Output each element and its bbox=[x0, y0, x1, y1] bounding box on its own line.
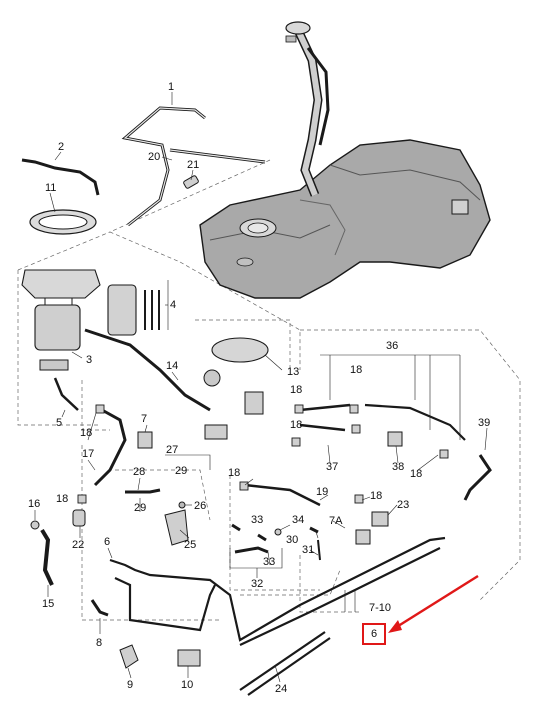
part-label-29: 29 bbox=[134, 502, 147, 514]
fuel-filter-part-4 bbox=[107, 284, 160, 336]
part-label-18: 18 bbox=[290, 384, 303, 396]
bolt-part-26 bbox=[178, 501, 186, 509]
part-label-13: 13 bbox=[287, 366, 300, 378]
part-label-18: 18 bbox=[370, 490, 383, 502]
connector-part-7 bbox=[137, 431, 153, 449]
bracket-part-25 bbox=[164, 509, 189, 546]
lines-part-37 bbox=[299, 403, 351, 432]
part-label-28: 28 bbox=[133, 466, 146, 478]
connector-part-7A bbox=[355, 529, 371, 545]
brake-lines-part-6 bbox=[109, 536, 446, 642]
wire-part-5 bbox=[53, 377, 79, 411]
part-label-37: 37 bbox=[326, 461, 339, 473]
hose-part-39 bbox=[463, 454, 492, 501]
fuel-tank bbox=[199, 21, 491, 299]
hose-part-14 bbox=[84, 328, 211, 412]
part-label-33: 33 bbox=[251, 514, 264, 526]
part-label-20: 20 bbox=[148, 151, 161, 163]
valve-part-23 bbox=[371, 511, 389, 527]
part-label-31: 31 bbox=[302, 544, 315, 556]
part-label-18: 18 bbox=[80, 427, 93, 439]
part-label-18: 18 bbox=[350, 364, 363, 376]
part-label-34: 34 bbox=[292, 514, 305, 526]
part-label-10: 10 bbox=[181, 679, 194, 691]
clip-part-8 bbox=[90, 599, 109, 617]
part-label-18: 18 bbox=[56, 493, 69, 505]
part-label-30: 30 bbox=[286, 534, 299, 546]
bolt-part-16 bbox=[30, 520, 40, 530]
holder-part-10 bbox=[177, 649, 201, 667]
part-label-38: 38 bbox=[392, 461, 405, 473]
part-label-2: 2 bbox=[58, 141, 65, 153]
part-label-36: 36 bbox=[386, 340, 399, 352]
part-label-18: 18 bbox=[410, 468, 423, 480]
lines-part-24 bbox=[239, 631, 331, 696]
callout-arrow bbox=[388, 574, 479, 633]
part-label-29: 29 bbox=[175, 465, 188, 477]
part-label-18: 18 bbox=[228, 467, 241, 479]
clips-part-18 bbox=[77, 404, 449, 504]
part-label-22: 22 bbox=[72, 539, 85, 551]
part-label-19: 19 bbox=[316, 486, 329, 498]
holder-part-9 bbox=[119, 644, 139, 669]
leader-lines bbox=[34, 92, 488, 683]
part-label-16: 16 bbox=[28, 498, 41, 510]
part-label-7A: 7A bbox=[329, 515, 343, 527]
sender-part-13 bbox=[203, 337, 269, 440]
highlighted-part-6-label: 6 bbox=[370, 628, 378, 640]
part-label-18: 18 bbox=[290, 419, 303, 431]
clip-part-30 bbox=[309, 526, 319, 534]
line-part-29 bbox=[125, 488, 161, 494]
part-label-1: 1 bbox=[168, 81, 175, 93]
clip-part-38 bbox=[387, 431, 403, 447]
part-label-4: 4 bbox=[170, 299, 177, 311]
part-label-5: 5 bbox=[56, 417, 63, 429]
part-label-6: 6 bbox=[104, 536, 111, 548]
clip-part-33 bbox=[231, 523, 267, 542]
part-label-14: 14 bbox=[166, 360, 179, 372]
highlighted-part-6-box: 6 bbox=[362, 623, 386, 645]
line-part-19 bbox=[244, 483, 321, 507]
part-label-8: 8 bbox=[96, 637, 103, 649]
part-label-23: 23 bbox=[397, 499, 410, 511]
part-label-9: 9 bbox=[127, 679, 134, 691]
hose-part-2 bbox=[21, 158, 100, 196]
nut-part-34 bbox=[274, 528, 282, 536]
part-label-32: 32 bbox=[251, 578, 264, 590]
part-label-3: 3 bbox=[86, 354, 93, 366]
part-label-7: 7 bbox=[141, 413, 148, 425]
part-label-21: 21 bbox=[187, 159, 200, 171]
hose-part-17 bbox=[93, 408, 127, 487]
part-label-7-10: 7-10 bbox=[369, 602, 392, 614]
bracket-part-15 bbox=[40, 528, 54, 586]
part-label-39: 39 bbox=[478, 417, 491, 429]
part-label-11: 11 bbox=[45, 182, 57, 194]
fuel-pump-module-part-3 bbox=[21, 269, 101, 371]
clip-part-21 bbox=[183, 175, 199, 189]
part-label-15: 15 bbox=[42, 598, 55, 610]
part-label-17: 17 bbox=[82, 448, 95, 460]
part-label-24: 24 bbox=[275, 683, 288, 695]
bracket-part-32 bbox=[234, 546, 269, 554]
damper-part-22 bbox=[72, 509, 86, 527]
part-label-27: 27 bbox=[166, 444, 179, 456]
part-label-26: 26 bbox=[194, 500, 207, 512]
part-label-25: 25 bbox=[184, 539, 197, 551]
line-part-31 bbox=[317, 539, 321, 561]
part-label-33: 33 bbox=[263, 556, 276, 568]
locking-ring-part-11 bbox=[29, 209, 97, 235]
